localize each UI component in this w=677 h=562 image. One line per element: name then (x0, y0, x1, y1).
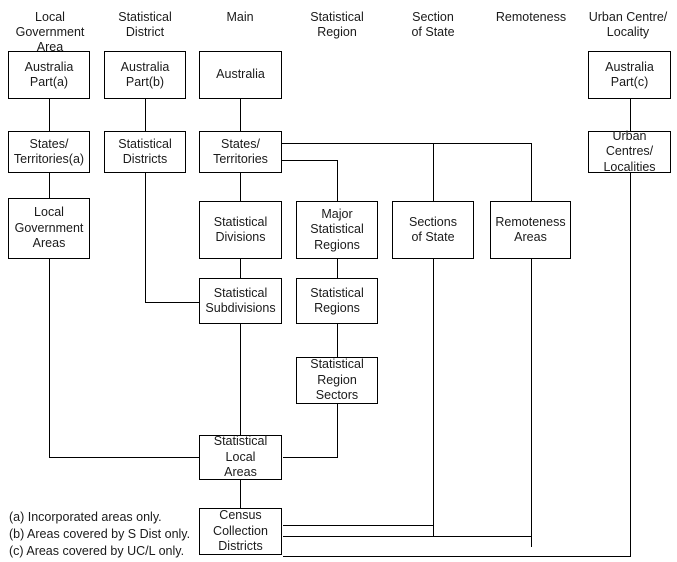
connector-statistical-region-sectors-to-statistical-local-areas (283, 457, 338, 459)
connector-statistical-region-sectors-down (336, 404, 338, 458)
connector-australia-part-a-to-states-territories-a (48, 99, 50, 131)
connector-census-collection-districts-to-sections-of-state (283, 525, 433, 527)
connector-local-government-areas-down (48, 259, 50, 458)
connector-branch-to-sections-of-state (432, 143, 434, 201)
connector-australia-part-b-to-statistical-districts (144, 99, 146, 131)
node-statistical-region-sectors[interactable]: Statistical Region Sectors (296, 357, 378, 404)
column-header-statistical-district: Statistical District (118, 10, 172, 39)
column-header-remoteness: Remoteness (495, 10, 567, 24)
node-statistical-local-areas[interactable]: Statistical Local Areas (199, 434, 282, 480)
node-local-government-areas[interactable]: Local Government Areas (8, 198, 90, 259)
footnotes: (a) Incorporated areas only. (b) Areas c… (9, 509, 190, 560)
connector-major-statistical-regions-to-statistical-regions (336, 259, 338, 278)
connector-branch-to-remoteness-areas (530, 143, 532, 201)
node-statistical-divisions[interactable]: Statistical Divisions (199, 201, 282, 259)
node-australia-part-b[interactable]: Australia Part(b) (104, 51, 186, 99)
node-statistical-subdivisions[interactable]: Statistical Subdivisions (199, 278, 282, 324)
node-states-territories-a[interactable]: States/ Territories(a) (8, 131, 90, 173)
node-remoteness-areas[interactable]: Remoteness Areas (490, 201, 571, 259)
connector-states-territories-a-to-local-government-areas (48, 173, 50, 198)
connector-remoteness-areas-down (530, 259, 532, 547)
connector-australia-to-states-territories (240, 99, 242, 131)
connector-local-government-areas-to-statistical-local-areas (48, 457, 200, 459)
node-statistical-regions[interactable]: Statistical Regions (296, 278, 378, 324)
node-census-collection-districts[interactable]: Census Collection Districts (199, 508, 282, 555)
connector-statistical-local-areas-to-census-collection-districts (240, 480, 242, 508)
connector-states-territories-to-statistical-divisions (240, 173, 242, 201)
node-major-statistical-regions[interactable]: Major Statistical Regions (296, 201, 378, 259)
connector-australia-part-c-to-urban-centres-localities (629, 99, 631, 131)
column-header-urban-centre-locality: Urban Centre/ Locality (588, 10, 668, 39)
connector-statistical-regions-to-statistical-region-sectors (336, 324, 338, 357)
node-australia-part-c[interactable]: Australia Part(c) (588, 51, 671, 99)
footnote-a: (a) Incorporated areas only. (9, 510, 162, 524)
connector-census-collection-districts-to-remoteness-areas (283, 536, 531, 538)
node-states-territories[interactable]: States/ Territories (199, 131, 282, 173)
footnote-c: (c) Areas covered by UC/L only. (9, 544, 185, 558)
footnote-b: (b) Areas covered by S Dist only. (9, 527, 191, 541)
connector-statistical-subdivisions-to-statistical-local-areas (240, 324, 242, 435)
connector-statistical-divisions-to-statistical-subdivisions (240, 259, 242, 278)
node-urban-centres-localities[interactable]: Urban Centres/ Localities (588, 129, 671, 174)
node-australia-part-a[interactable]: Australia Part(a) (8, 51, 90, 99)
connector-census-collection-districts-to-urban-centres-localities (283, 556, 630, 558)
node-australia[interactable]: Australia (199, 51, 282, 99)
connector-states-territories-to-section-remoteness (282, 143, 532, 145)
column-header-statistical-region: Statistical Region (310, 10, 364, 39)
column-header-section-of-state: Section of State (411, 10, 455, 39)
connector-drop-to-major-statistical-regions (336, 160, 338, 201)
node-sections-of-state[interactable]: Sections of State (392, 201, 474, 259)
connector-statistical-districts-down (144, 173, 146, 303)
column-header-local-government-area: Local Government Area (15, 10, 85, 54)
connector-statistical-districts-to-statistical-subdivisions (144, 302, 200, 304)
connector-sections-of-state-down (432, 259, 434, 537)
connector-states-territories-to-major-statistical-regions (282, 160, 337, 162)
column-header-main: Main (226, 10, 254, 24)
node-statistical-districts[interactable]: Statistical Districts (104, 131, 186, 173)
connector-urban-centres-localities-down (629, 173, 631, 557)
